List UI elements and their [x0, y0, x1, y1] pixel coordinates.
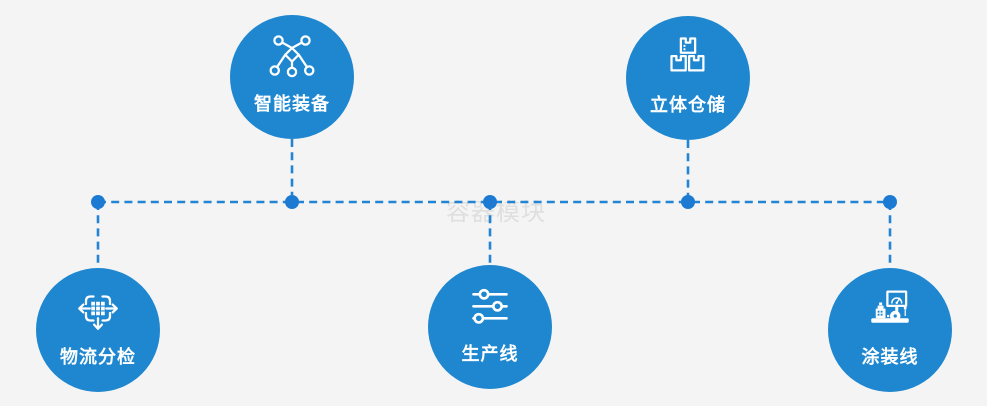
- junction-dot: [883, 195, 897, 209]
- node-label: 智能装备: [254, 94, 330, 115]
- node-logistics-sorting[interactable]: 物流分检: [36, 268, 160, 392]
- sort-arrows-icon: [78, 295, 118, 330]
- junction-dot: [91, 195, 105, 209]
- node-label: 立体仓储: [650, 95, 726, 116]
- node-intelligent-equipment[interactable]: 智能装备: [230, 15, 354, 139]
- sliders-icon: [472, 288, 508, 324]
- junction-dot: [285, 195, 299, 209]
- stacked-boxes-icon: [670, 37, 705, 72]
- node-stereoscopic-warehouse[interactable]: 立体仓储: [626, 16, 750, 140]
- node-label: 涂装线: [861, 347, 919, 368]
- network-nodes-icon: [269, 35, 315, 78]
- node-label: 生产线: [461, 344, 519, 365]
- node-label: 物流分检: [60, 347, 136, 368]
- node-painting-line[interactable]: 涂装线: [828, 268, 952, 392]
- junction-dot: [681, 195, 695, 209]
- node-production-line[interactable]: 生产线: [428, 265, 552, 389]
- control-panel-icon: [871, 290, 909, 323]
- junction-dot: [483, 195, 497, 209]
